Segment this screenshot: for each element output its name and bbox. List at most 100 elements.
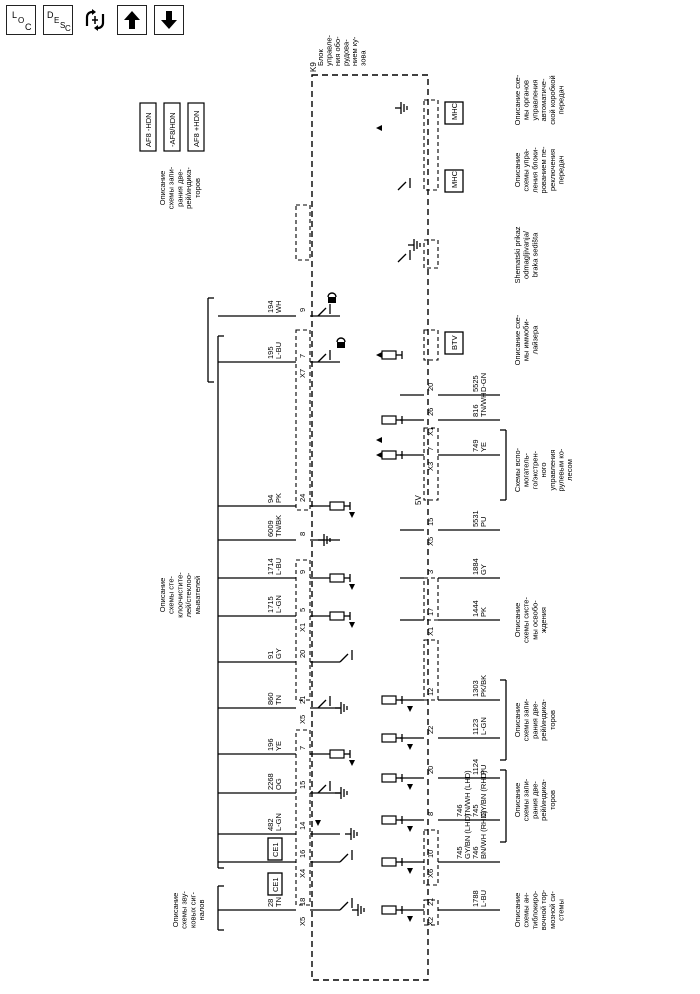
right-connector-block [423,239,439,269]
wire-color: PK [274,493,283,503]
right-desc-immobilizer-line: мы иммоби- [522,318,531,361]
pin-number: 26 [426,408,435,416]
connector-id: X1 [298,623,307,632]
down-button[interactable] [154,5,184,35]
swap-button[interactable] [80,5,110,35]
pin-number: 22 [426,726,435,734]
wire-color: L-BU [274,558,283,575]
switch-blade [397,181,407,191]
pin-number: 8 [298,532,307,536]
option-rect [139,102,157,152]
wire-color: TN/WH [479,392,488,417]
loc-letter-o: O [18,16,25,25]
up-button[interactable] [117,5,147,35]
ce1-label: CE1 [271,877,280,892]
wire-number: 482 [266,818,275,831]
arrow-down-marker [407,868,413,874]
btv-rect [444,331,464,355]
left-desc-horn-line: налов [197,900,206,921]
mhc2-label: MHC [450,102,459,120]
wire-color: L-GN [274,595,283,613]
lock-body [328,297,336,303]
left-desc-wiper-line: Описание [158,578,167,613]
driver-body [381,815,397,825]
pin-number: 17 [426,608,435,616]
btv-label: BTV [450,335,459,350]
right-connector-block [423,427,439,501]
left-desc-doorlock-top-line: Описание [158,171,167,206]
connector-id: X6 [426,869,435,878]
pin-number: 9 [298,308,307,312]
right-desc-trans-line: автоматиче- [539,78,548,121]
right-desc-doorlock-2-line: рей/индика- [539,699,548,741]
wire-number: 195 [266,346,275,359]
driver-icon [329,573,351,583]
right-desc-steering-line: рулевым ко- [557,448,566,491]
arrow-left-marker [376,437,382,443]
connector-id: X5 [426,537,435,546]
wire-number: 1444 [471,600,480,617]
right-desc-doorlock-1-line: рания две- [530,781,539,819]
switch-blade [317,307,327,317]
switch-blade [397,253,407,263]
option-box: AF8 -HDN [139,102,157,152]
right-desc-doorlock-1-line: схемы запи- [522,778,531,821]
module-name-line: управле- [325,34,334,66]
driver-icon [329,611,351,621]
right-desc-trans-line: передач [557,86,566,115]
right-desc-abs-line: тиблокиро- [530,890,539,929]
right-desc-trans-line: мы органов [522,80,531,120]
ce1-label: CE1 [271,842,280,857]
loc-button[interactable]: L O C [6,5,36,35]
driver-body [329,501,345,511]
ground-icon [345,828,358,840]
connector-id: X7 [298,369,307,378]
driver-body [329,749,345,759]
wire-number: 746 [471,846,480,859]
left-connector-block [295,204,311,261]
lock-shackle [327,292,337,298]
ce1-rect [267,872,283,896]
right-desc-abs-line: вочной тор- [539,889,548,930]
pin-number: 16 [298,850,307,858]
left-wires: 28TN18X5481TN16X4482L-GN142268OG15196YE7… [218,292,365,926]
right-desc-steering-line: го/экстрен- [530,450,539,489]
switch-blade [339,653,349,663]
wire-number: 1124 [471,759,480,775]
desc-button[interactable]: D E S C [43,5,73,35]
mhc1-label: MHC [450,170,459,188]
pin-number: 20 [298,650,307,658]
driver-icon [381,733,403,743]
driver-icon [381,773,403,783]
right-desc-doorlock-2-line: Описание [513,703,522,738]
driver-body [381,695,397,705]
wire-color: PK/BK [479,675,488,697]
lock-icon [327,292,337,303]
right-desc-shift-line: схемы упра- [522,148,531,191]
wire-number: 28 [266,899,275,907]
pin-number: 20 [426,766,435,774]
wire-color: TN [274,695,283,705]
wire-number: 196 [266,738,275,751]
left-connector-block [295,329,311,511]
wire-color: L-BU [479,890,488,907]
desc-letter-s: S [60,21,66,30]
description-view-icon: D E S C [44,6,72,34]
driver-icon [381,450,403,460]
right-desc-doorlock-2-line: схемы запи- [522,698,531,741]
driver-body [381,773,397,783]
connector-id: X1 [426,427,435,436]
right-desc-doorlock-1-line: торов [548,790,557,810]
option-label: -AF8/HDN [168,112,177,147]
wire-color: PU [479,765,488,775]
loc-letter-c: C [25,22,32,32]
